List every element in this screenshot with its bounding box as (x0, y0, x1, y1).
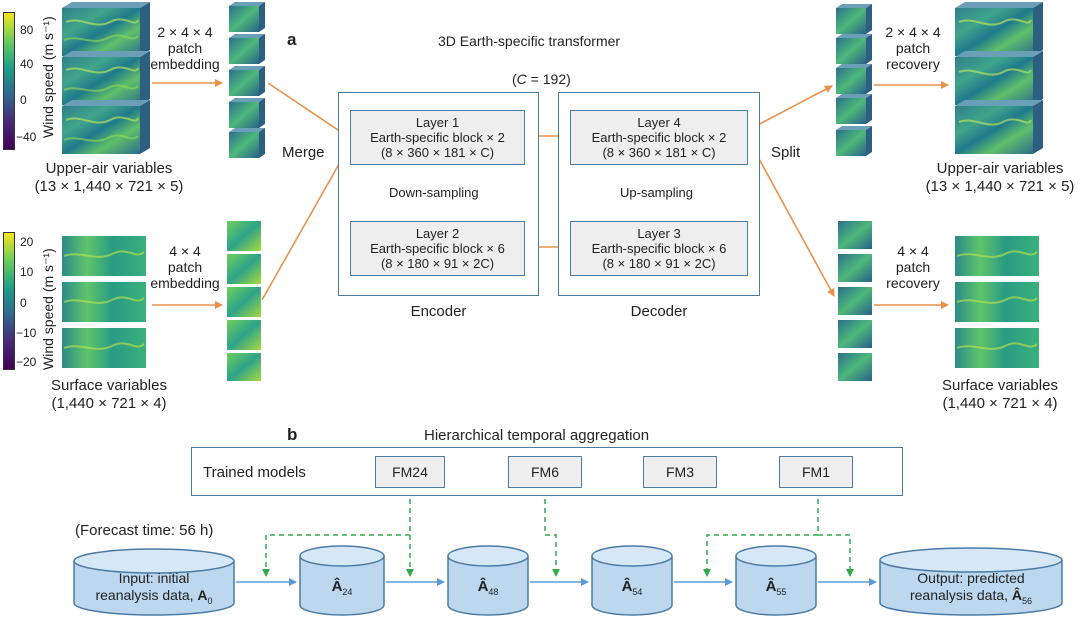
upper-output-patch-cube (836, 34, 872, 64)
panel-b-title: Hierarchical temporal aggregation (424, 427, 650, 444)
upper-air-input-slab (62, 51, 150, 105)
fm1-arrow (818, 534, 854, 577)
upper-air-input-caption: Upper-air variables(13 × 1,440 × 721 × 5… (34, 160, 184, 195)
upper-output-patch-cube (836, 126, 872, 156)
surface-patch-tile (227, 287, 261, 317)
upper-colorbar-tick: 0 (20, 93, 27, 107)
surface-input-map (62, 282, 146, 322)
surface-output-map (955, 236, 1039, 276)
upper-colorbar (3, 12, 15, 150)
surface-colorbar-tick: −20 (16, 355, 37, 369)
upper-output-patch-cube (836, 94, 872, 124)
upper-output-patch-cube (836, 4, 872, 34)
trained-models-label: Trained models (203, 464, 306, 481)
step-cylinder (591, 545, 673, 616)
panel-b-letter: b (287, 425, 298, 444)
surface-patch-tile (227, 320, 261, 350)
input-label: Input: initial reanalysis data, A0 (95, 570, 213, 606)
upper-patch-cube (229, 128, 265, 158)
surface-input-caption: Surface variables(1,440 × 721 × 4) (51, 377, 167, 412)
surface-output-caption: Surface variables(1,440 × 721 × 4) (942, 377, 1058, 412)
surface-output-patch-tile (838, 254, 872, 282)
upper-colorbar-tick: −40 (16, 130, 37, 144)
surface-output-patch-tile (838, 221, 872, 249)
split-label: Split (771, 144, 801, 161)
surface-output-patch-tile (838, 287, 872, 315)
surface-input-map (62, 328, 146, 368)
channel-label: (C = 192) (512, 71, 571, 87)
surface-colorbar-tick: 10 (20, 265, 34, 279)
upper-patch-cube (229, 34, 265, 64)
down-sampling-label: Down-sampling (389, 185, 479, 200)
output-cylinder (879, 547, 1063, 616)
panel-a-title: 3D Earth-specific transformer (438, 33, 621, 49)
output-label: Output: predicted reanalysis data, Â56 (909, 570, 1033, 606)
upper-air-input-slab (62, 2, 150, 56)
model-fm6: FM6 (508, 456, 582, 488)
upper-patch-cube (229, 2, 265, 32)
up-sampling-label: Up-sampling (620, 185, 693, 200)
model-fm3: FM3 (643, 456, 717, 488)
surface-patch-tile (227, 221, 261, 251)
merge-arrow-surface (261, 149, 348, 301)
surface-input-map (62, 236, 146, 276)
upper-air-output-slab (955, 100, 1043, 154)
step-cylinder (299, 545, 385, 616)
split-arrow-surface (751, 145, 835, 297)
surface-colorbar-tick: 20 (20, 235, 34, 249)
surface-output-patch-tile (838, 353, 872, 381)
surface-colorbar-tick: −10 (16, 326, 37, 340)
step-label-48: Â48 (477, 578, 499, 597)
step-label-24: Â24 (331, 578, 353, 597)
fm24-arrow (262, 490, 411, 577)
surface-output-map (955, 328, 1039, 368)
upper-patch-cube (229, 98, 265, 128)
forecast-time-label: (Forecast time: 56 h) (75, 522, 214, 539)
surface-output-map (955, 282, 1039, 322)
model-fm1: FM1 (779, 456, 853, 488)
step-label-54: Â54 (621, 578, 643, 597)
fm1-arrow (703, 490, 819, 577)
merge-label: Merge (282, 144, 325, 161)
fm6-arrow (544, 490, 560, 577)
upper-air-output-caption: Upper-air variables(13 × 1,440 × 721 × 5… (925, 160, 1075, 195)
surface-patch-tile (227, 353, 261, 381)
step-cylinder (735, 545, 817, 616)
merge-arrow-upper (267, 82, 348, 137)
panel-a-letter: a (287, 30, 297, 49)
surface-colorbar-tick: 0 (20, 296, 27, 310)
upper-output-patch-cube (836, 64, 872, 94)
model-fm24: FM24 (375, 456, 445, 488)
upper-colorbar-tick: 80 (20, 23, 34, 37)
upper-patch-cube (229, 66, 265, 96)
encoder-label: Encoder (410, 303, 467, 320)
upper-air-output-slab (955, 51, 1043, 105)
step-cylinder (447, 545, 529, 616)
upper-air-input-slab (62, 100, 150, 154)
upper-air-output-slab (955, 2, 1043, 56)
surface-patch-tile (227, 254, 261, 284)
surface-output-patch-tile (838, 320, 872, 348)
split-arrow-upper (751, 85, 833, 129)
upper-colorbar-tick: 40 (20, 57, 34, 71)
step-label-55: Â55 (765, 578, 787, 597)
decoder-label: Decoder (630, 303, 688, 320)
input-cylinder (73, 548, 235, 616)
surface-colorbar (3, 232, 15, 370)
